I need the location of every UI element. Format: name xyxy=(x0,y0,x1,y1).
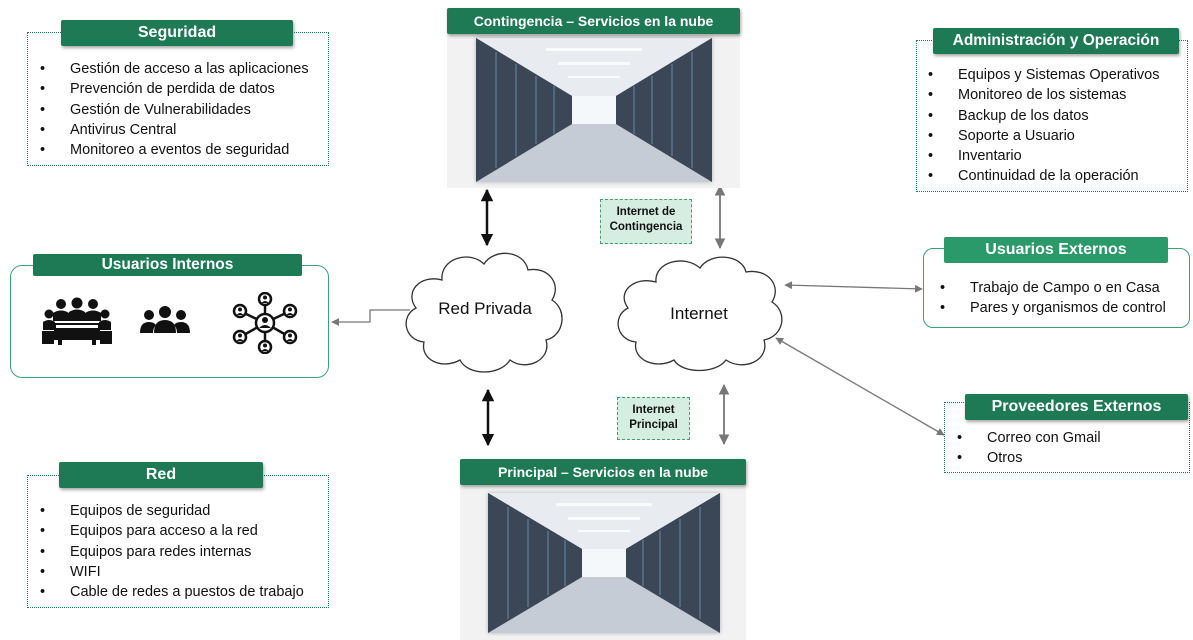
arrow-internet-external-users xyxy=(784,281,923,293)
admin-title: Administración y Operación xyxy=(933,28,1179,54)
contingency-datacenter-image xyxy=(476,38,712,182)
meeting-people-icon xyxy=(42,297,112,345)
admin-item: Continuidad de la operación xyxy=(928,166,1159,187)
network-title: Red xyxy=(59,462,263,488)
arrow-internet-providers xyxy=(775,337,945,436)
security-item: Antivirus Central xyxy=(40,120,309,141)
admin-list: Equipos y Sistemas Operativos Monitoreo … xyxy=(928,65,1159,187)
external-users-item: Pares y organismos de control xyxy=(940,298,1166,319)
network-item: Equipos para acceso a la red xyxy=(40,521,304,542)
providers-list: Correo con Gmail Otros xyxy=(957,428,1101,469)
contingency-internet-label-line1: Internet de xyxy=(616,206,676,218)
external-users-item: Trabajo de Campo o en Casa xyxy=(940,278,1166,299)
network-item: WIFI xyxy=(40,562,304,583)
security-list: Gestión de acceso a las aplicaciones Pre… xyxy=(40,59,309,161)
network-item: Equipos de seguridad xyxy=(40,501,304,522)
contingency-internet-label-line2: Contingencia xyxy=(609,221,683,233)
user-group-icon xyxy=(140,306,190,333)
security-item: Gestión de acceso a las aplicaciones xyxy=(40,59,309,80)
network-item: Equipos para redes internas xyxy=(40,542,304,563)
network-list: Equipos de seguridad Equipos para acceso… xyxy=(40,501,304,603)
external-users-list: Trabajo de Campo o en Casa Pares y organ… xyxy=(940,278,1166,319)
admin-item: Soporte a Usuario xyxy=(928,126,1159,147)
internal-users-title: Usuarios Internos xyxy=(33,254,302,276)
network-people-icon xyxy=(232,292,298,354)
principal-datacenter-image xyxy=(488,493,720,633)
principal-internet-label-line2: Principal xyxy=(629,419,678,431)
admin-item: Monitoreo de los sistemas xyxy=(928,85,1159,106)
providers-item: Correo con Gmail xyxy=(957,428,1101,449)
admin-item: Inventario xyxy=(928,146,1159,167)
security-item: Gestión de Vulnerabilidades xyxy=(40,100,309,121)
internet-cloud xyxy=(617,256,783,372)
principal-title: Principal – Servicios en la nube xyxy=(460,459,746,485)
external-users-title: Usuarios Externos xyxy=(944,237,1168,263)
contingency-title: Contingencia – Servicios en la nube xyxy=(447,8,740,34)
internet-label: Internet xyxy=(670,304,728,323)
private-network-label: Red Privada xyxy=(438,299,532,318)
principal-internet-label-line1: Internet xyxy=(632,404,675,416)
admin-item: Backup de los datos xyxy=(928,106,1159,127)
private-network-cloud xyxy=(405,252,563,373)
network-item: Cable de redes a puestos de trabajo xyxy=(40,582,304,603)
admin-item: Equipos y Sistemas Operativos xyxy=(928,65,1159,86)
providers-item: Otros xyxy=(957,448,1101,469)
principal-internet-label: Internet Principal xyxy=(617,397,690,440)
contingency-internet-label: Internet de Contingencia xyxy=(600,199,692,244)
security-item: Monitoreo a eventos de seguridad xyxy=(40,140,309,161)
providers-title: Proveedores Externos xyxy=(965,394,1188,420)
security-item: Prevención de perdida de datos xyxy=(40,79,309,100)
security-title: Seguridad xyxy=(61,20,293,46)
arrow-private-internal-users xyxy=(331,309,410,326)
